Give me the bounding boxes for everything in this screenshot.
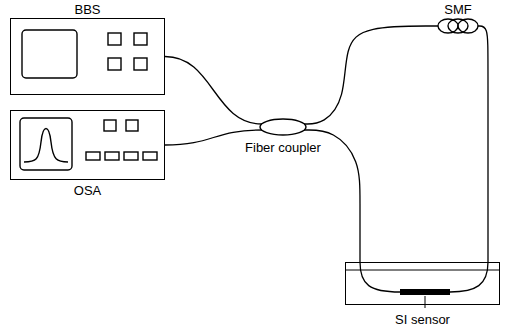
osa-screen — [20, 118, 72, 170]
bbs-instrument: BBS — [10, 18, 165, 95]
label-slot: SI sensor — [395, 312, 450, 327]
osa-button — [124, 152, 138, 160]
bbs-button — [108, 58, 121, 70]
label-slot: OSA — [74, 183, 101, 198]
fiber-coil: SMF — [438, 18, 478, 34]
osa-spectrum — [24, 129, 68, 163]
leader-line — [425, 296, 426, 308]
osa-button — [143, 152, 157, 160]
osa-instrument: OSA — [10, 110, 165, 180]
bbs-button — [134, 58, 147, 70]
fiber-coil-loop — [458, 19, 478, 33]
coupler-outline — [259, 118, 307, 136]
label-slot: Fiber coupler — [245, 140, 321, 155]
osa-button — [104, 120, 116, 131]
si-sensor-element — [400, 289, 450, 295]
fiber — [360, 262, 400, 292]
bbs-button — [108, 33, 121, 45]
osa-button — [126, 120, 138, 131]
fiber-label: SMF — [444, 2, 471, 17]
sensor-label: SI sensor — [395, 312, 450, 327]
coupler-label: Fiber coupler — [245, 140, 321, 155]
optical-fiber — [304, 26, 438, 124]
instrument-label: OSA — [74, 183, 101, 198]
fiber — [450, 262, 488, 292]
bbs-button — [134, 33, 147, 45]
label-slot: BBS — [74, 2, 100, 17]
sensor-tray: SI sensor — [345, 262, 500, 305]
label-slot: SMF — [444, 2, 471, 17]
fiber-coupler: Fiber coupler — [259, 118, 307, 136]
optical-fiber — [165, 57, 262, 125]
osa-button — [86, 152, 100, 160]
osa-button — [105, 152, 119, 160]
bbs-screen — [22, 30, 77, 78]
optical-fiber — [478, 26, 488, 262]
coupler-ellipse — [260, 119, 306, 135]
instrument-label: BBS — [74, 2, 100, 17]
tray-rim — [345, 270, 500, 271]
